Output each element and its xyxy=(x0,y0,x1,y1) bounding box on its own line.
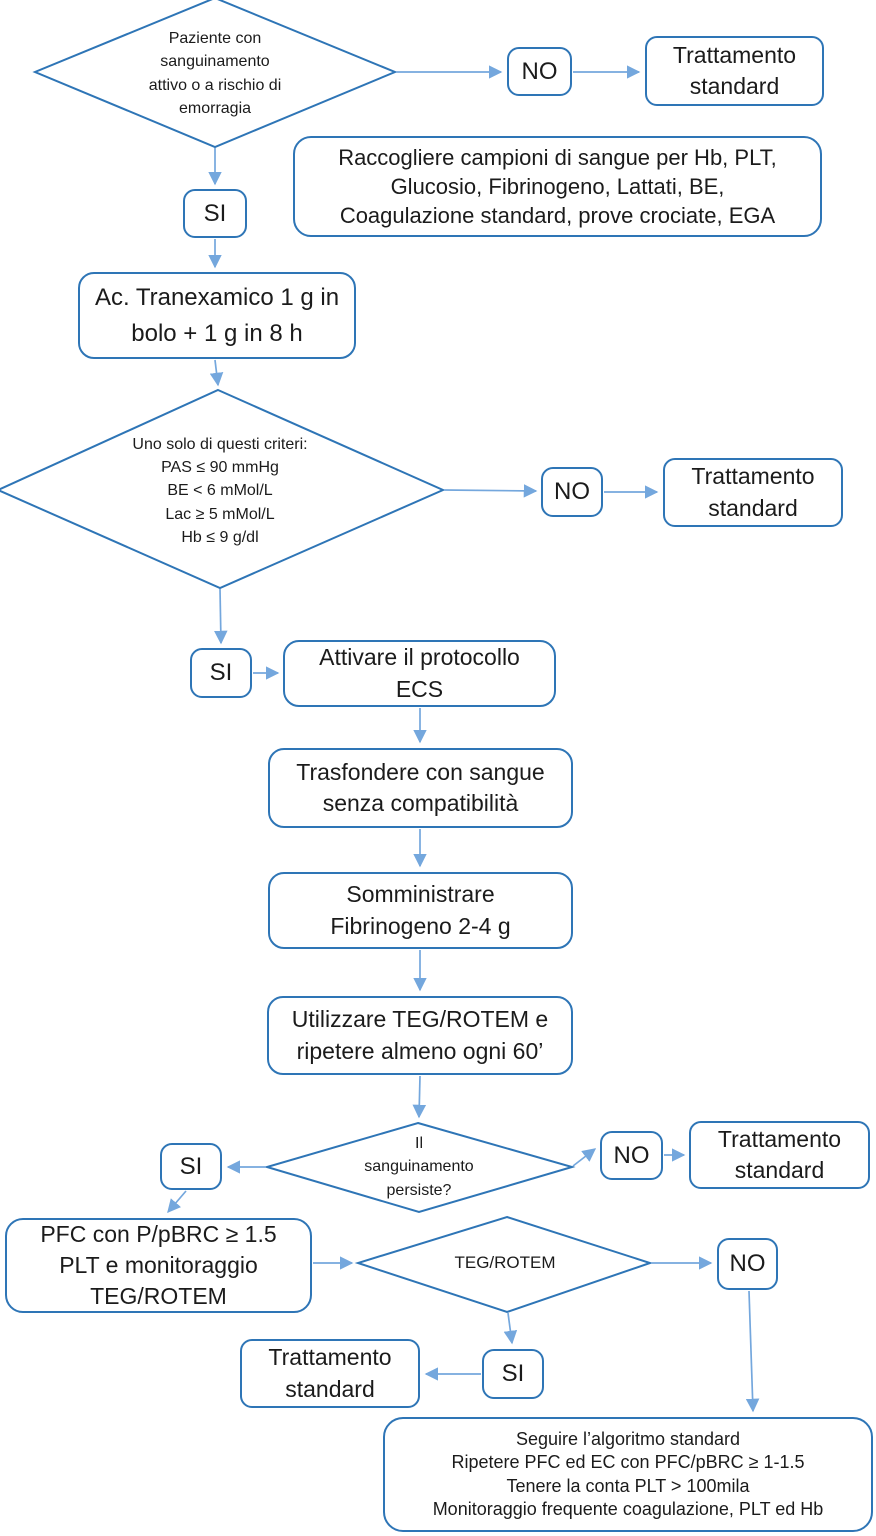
collect-samples-box: Raccogliere campioni di sangue per Hb, P… xyxy=(293,136,822,237)
decision-teg-rotem-label: TEG/ROTEM xyxy=(454,1253,556,1272)
decision-teg-rotem-shape xyxy=(354,1215,654,1314)
pfc-box: PFC con P/pBRC ≥ 1.5 PLT e monitoraggio … xyxy=(5,1218,312,1313)
treatment-standard-box-4: Trattamento standard xyxy=(240,1339,420,1408)
si-box-3: SI xyxy=(160,1143,222,1190)
treatment-standard-box-1: Trattamento standard xyxy=(645,36,824,106)
decision-active-bleeding-shape xyxy=(32,0,398,149)
no-box-3: NO xyxy=(600,1131,663,1180)
decision-criteria-label: Uno solo di questi criteri: PAS ≤ 90 mmH… xyxy=(132,436,308,546)
fibrinogen-box: Somministrare Fibrinogeno 2-4 g xyxy=(268,872,573,949)
no-box-2: NO xyxy=(541,467,603,517)
arrow-teg-to-persists xyxy=(412,1075,427,1119)
decision-active-bleeding-label: Paziente con sanguinamento attivo o a ri… xyxy=(148,30,282,117)
arrow-tranexamic-to-criteria xyxy=(209,359,224,387)
treatment-standard-box-2: Trattamento standard xyxy=(663,458,843,527)
arrow-persists-to-no3 xyxy=(572,1148,597,1167)
use-teg-rotem-box: Utilizzare TEG/ROTEM e ripetere almeno o… xyxy=(267,996,573,1075)
no-box-1: NO xyxy=(507,47,572,96)
si-box-4: SI xyxy=(482,1349,544,1399)
si-box-1: SI xyxy=(183,189,247,238)
decision-bleeding-persists-shape xyxy=(263,1121,576,1214)
transfuse-box: Trasfondere con sangue senza compatibili… xyxy=(268,748,573,828)
no-box-4: NO xyxy=(717,1238,778,1290)
arrow-si3-to-pfc xyxy=(167,1190,187,1214)
activate-ecs-box: Attivare il protocollo ECS xyxy=(283,640,556,707)
arrow-no4-to-final xyxy=(745,1290,760,1413)
arrow-tegdecision-to-si4 xyxy=(503,1312,518,1345)
si-box-2: SI xyxy=(190,648,252,698)
arrow-criteria-to-no2 xyxy=(443,484,538,498)
decision-criteria-shape xyxy=(0,388,446,590)
final-algorithm-box: Seguire l’algoritmo standard Ripetere PF… xyxy=(383,1417,873,1532)
arrow-criteria-to-si2 xyxy=(213,588,228,645)
treatment-standard-box-3: Trattamento standard xyxy=(689,1121,870,1189)
tranexamic-acid-box: Ac. Tranexamico 1 g in bolo + 1 g in 8 h xyxy=(78,272,356,359)
decision-bleeding-persists-label: Il sanguinamento persiste? xyxy=(364,1135,474,1199)
